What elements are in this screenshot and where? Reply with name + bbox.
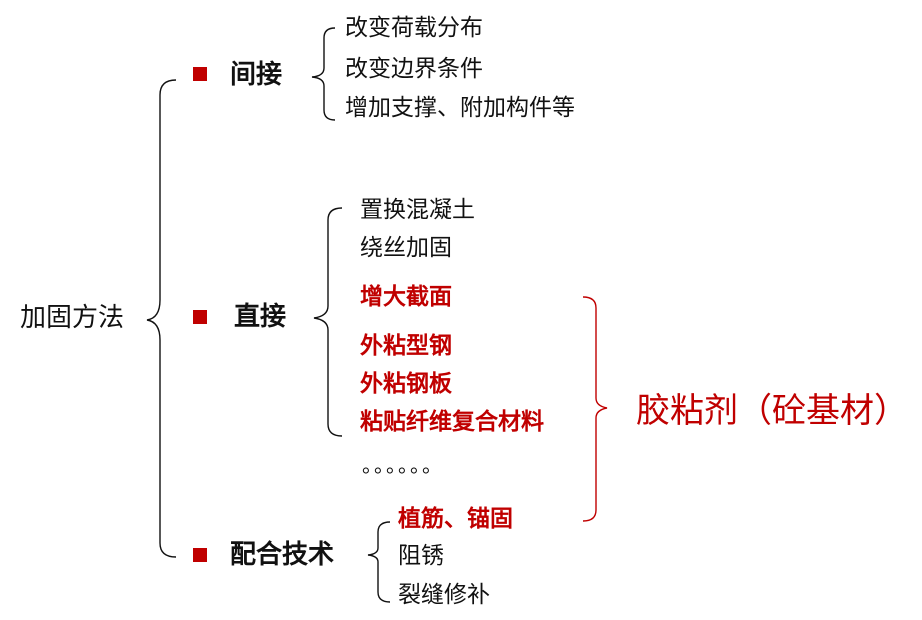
ellipsis-text: 。。。。。。 (362, 453, 444, 477)
root-brace (146, 79, 177, 558)
direct-item-adhesive: 粘贴纤维复合材料 (360, 408, 544, 435)
category-indirect-label: 间接 (230, 60, 283, 90)
bullet-square-icon (193, 310, 207, 324)
direct-item-adhesive: 外粘型钢 (360, 332, 452, 359)
support-item-adhesive: 植筋、锚固 (398, 505, 513, 532)
category-support-label: 配合技术 (230, 540, 335, 570)
support-brace (367, 521, 391, 603)
direct-item-adhesive: 增大截面 (360, 283, 452, 310)
indirect-item: 改变边界条件 (345, 56, 483, 82)
root-label: 加固方法 (20, 303, 125, 333)
adhesive-label: 胶粘剂（砼基材） (636, 391, 908, 431)
indirect-brace (311, 27, 336, 121)
indirect-item: 增加支撑、附加构件等 (345, 95, 575, 121)
indirect-item: 改变荷载分布 (345, 15, 483, 41)
direct-item-adhesive: 外粘钢板 (360, 370, 452, 397)
direct-item: 绕丝加固 (360, 235, 452, 261)
adhesive-brace (582, 296, 608, 522)
category-direct-label: 直接 (234, 302, 287, 332)
bullet-square-icon (193, 67, 207, 81)
support-item: 裂缝修补 (398, 582, 490, 608)
support-item: 阻锈 (398, 543, 444, 569)
bullet-square-icon (193, 548, 207, 562)
direct-brace (313, 207, 343, 437)
direct-item: 置换混凝土 (360, 197, 475, 223)
